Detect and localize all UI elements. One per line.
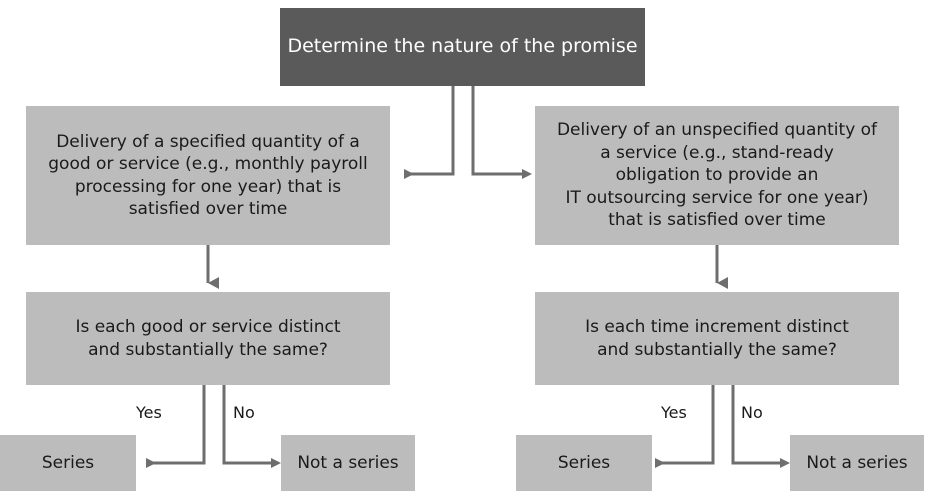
node-right-series-label: Series (557, 452, 611, 473)
node-right-not-a-series[interactable]: Not a series (790, 435, 924, 491)
node-determine-nature-label: Determine the nature of the promise (287, 35, 638, 58)
node-right-question[interactable]: Is each time increment distinct and subs… (535, 292, 899, 385)
node-left-not-a-series-label: Not a series (297, 452, 399, 473)
edge-left-no-to-not-series (222, 385, 281, 468)
edge-label-right-yes: Yes (661, 403, 687, 422)
node-right-premise-label: Delivery of an unspecified quantity of a… (556, 120, 878, 231)
edge-right-yes-to-series (655, 385, 715, 468)
node-left-premise[interactable]: Delivery of a specified quantity of a go… (26, 106, 390, 245)
node-left-question-label: Is each good or service distinct and sub… (75, 317, 341, 360)
edge-right-no-to-not-series (731, 385, 790, 468)
node-right-not-a-series-label: Not a series (806, 452, 908, 473)
node-right-question-label: Is each time increment distinct and subs… (585, 317, 849, 360)
node-left-not-a-series[interactable]: Not a series (281, 435, 415, 491)
node-left-question[interactable]: Is each good or service distinct and sub… (26, 292, 390, 385)
node-right-series[interactable]: Series (516, 435, 652, 491)
edge-label-right-no: No (741, 403, 763, 422)
edge-header-to-left-premise (404, 86, 455, 179)
node-right-premise[interactable]: Delivery of an unspecified quantity of a… (535, 106, 899, 245)
node-left-series-label: Series (41, 452, 95, 473)
node-left-premise-label: Delivery of a specified quantity of a go… (48, 131, 368, 219)
node-left-series[interactable]: Series (0, 435, 136, 491)
edge-label-left-yes: Yes (136, 403, 162, 422)
node-determine-nature[interactable]: Determine the nature of the promise (280, 8, 645, 86)
edge-left-yes-to-series (146, 385, 206, 468)
edge-header-to-right-premise (471, 86, 532, 179)
edge-label-left-no: No (233, 403, 255, 422)
